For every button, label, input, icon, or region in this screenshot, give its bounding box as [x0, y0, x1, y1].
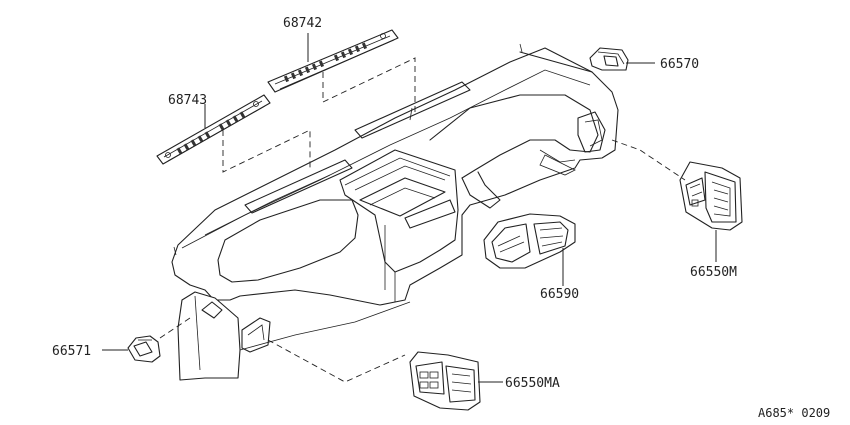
- label-66571: 66571: [52, 344, 91, 359]
- instrument-panel: [171, 43, 619, 381]
- vent-66590: 66590: [483, 213, 579, 302]
- label-66550M: 66550M: [690, 265, 737, 280]
- label-66590: 66590: [540, 287, 579, 302]
- grille-68742: 68742: [267, 16, 399, 93]
- grille-68743: 68743: [156, 93, 271, 165]
- vent-66550MA: 66550MA: [409, 351, 560, 411]
- label-66570: 66570: [660, 57, 699, 72]
- assembly-line-66571: [159, 317, 191, 339]
- assembly-line-66550M: [611, 139, 686, 181]
- vent-66571: 66571: [52, 335, 161, 363]
- label-68742: 68742: [283, 16, 322, 31]
- assembly-lines-grilles: [222, 57, 416, 173]
- vent-66550M: 66550M: [679, 161, 743, 280]
- label-66550MA: 66550MA: [505, 376, 560, 391]
- label-68743: 68743: [168, 93, 207, 108]
- vent-66570: 66570: [589, 47, 699, 72]
- assembly-line-66550MA: [267, 339, 406, 383]
- reference-code: A685* 0209: [758, 406, 830, 420]
